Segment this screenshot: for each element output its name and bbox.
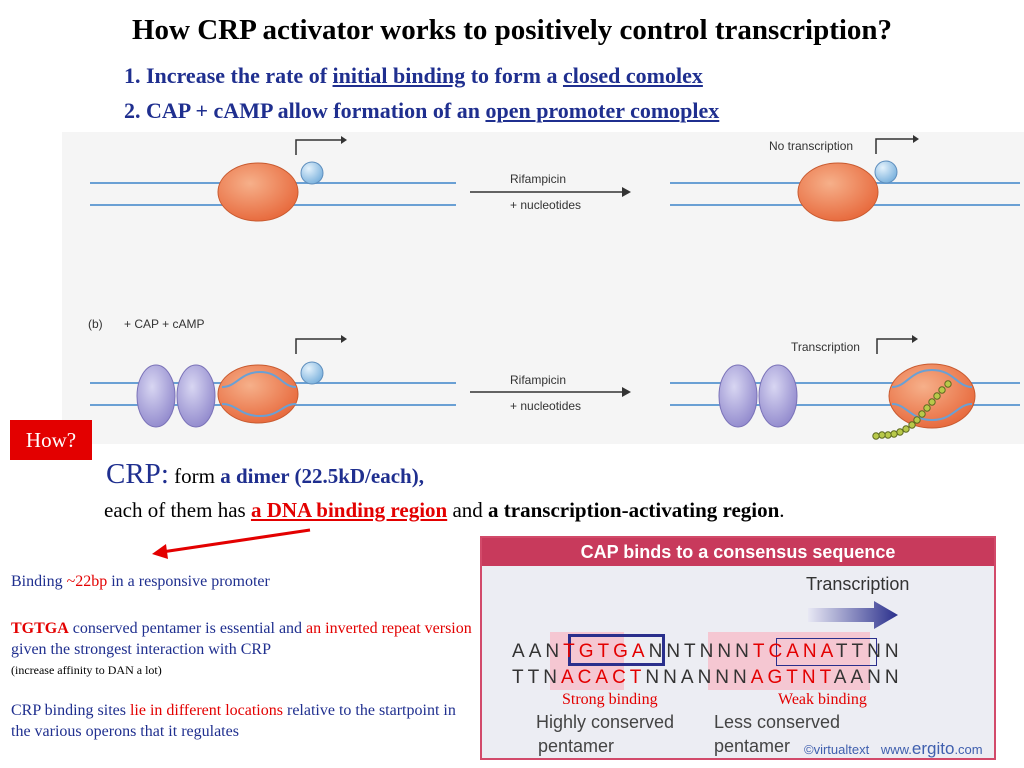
- crp-dimer-text: a dimer (22.5kD/each),: [220, 464, 424, 488]
- inverted-repeat-term: an inverted repeat version: [306, 620, 472, 637]
- tgtga-note: TGTGA conserved pentamer is essential an…: [11, 618, 473, 660]
- highly-conserved-label: Highly conserved: [536, 712, 675, 732]
- top-right-complex: [670, 135, 1020, 222]
- crp-period: .: [779, 498, 785, 522]
- less-conserved-label: Less conserved: [714, 712, 841, 732]
- transcription-label-figure: Transcription: [791, 340, 860, 354]
- binding-value: ~22bp: [66, 573, 108, 590]
- activating-region: a transcription-activating region: [488, 498, 780, 522]
- point-2: 2. CAP + cAMP allow formation of an open…: [124, 98, 719, 124]
- sites-red: lie in different locations: [129, 702, 283, 719]
- point-1-mid: to form a: [465, 63, 563, 88]
- mechanism-figure: No transcription Rifampicin + nucleotide…: [62, 132, 1024, 444]
- sequence-top-strand: AANTGTGANNTNNNTCANATTNN: [512, 641, 903, 662]
- panel-b-label: (b): [88, 317, 103, 331]
- affinity-note: (increase affinity to DAN a lot): [11, 663, 162, 677]
- bottom-reaction-arrow: [470, 387, 631, 397]
- tgtga-text-2: given the strongest interaction with CRP: [11, 641, 271, 658]
- sequence-bottom-strand: TTNACACTNNANNNAGTNTAANN: [512, 667, 903, 688]
- sites-suffix: relative to the startpoint in the variou…: [11, 702, 456, 740]
- how-badge: How?: [10, 420, 92, 460]
- crp-line-2: each of them has a DNA binding region an…: [104, 498, 785, 523]
- point-1: 1. Increase the rate of initial binding …: [124, 63, 703, 89]
- top-reaction-arrow: [470, 187, 631, 197]
- point-2-prefix: 2. CAP + cAMP allow formation of an: [124, 98, 486, 123]
- crp-and: and: [447, 498, 489, 522]
- credit-ergito: ergito: [911, 739, 955, 758]
- sites-prefix: CRP binding sites: [11, 702, 130, 719]
- no-transcription-label: No transcription: [769, 139, 853, 153]
- credit: ©virtualtext www.ergito.com: [804, 739, 983, 759]
- top-left-complex: [90, 136, 456, 222]
- weak-pentamer-highlight: [708, 632, 870, 690]
- tgtga-text: conserved pentamer is essential and: [68, 620, 307, 637]
- transcription-arrow-icon: [808, 601, 898, 629]
- initial-binding-term: initial binding: [332, 63, 466, 88]
- cap-camp-label: + CAP + cAMP: [124, 317, 204, 331]
- tgtga-term: TGTGA: [11, 620, 69, 637]
- crp-line-1: CRP: form a dimer (22.5kD/each),: [106, 458, 424, 491]
- cap-transcription-label: Transcription: [806, 574, 910, 594]
- bottom-left-complex: [90, 335, 456, 428]
- strong-binding-label: Strong binding: [562, 691, 658, 708]
- crp-line2-prefix: each of them has: [104, 498, 251, 522]
- sites-note: CRP binding sites lie in different locat…: [11, 700, 473, 742]
- crp-form-text: form: [168, 464, 221, 488]
- binding-prefix: Binding: [11, 573, 67, 590]
- credit-www: www.: [880, 742, 912, 757]
- rifampicin-label-top: Rifampicin: [510, 172, 566, 186]
- credit-virtualtext: ©virtualtext: [804, 742, 870, 757]
- mechanism-diagram: No transcription Rifampicin + nucleotide…: [88, 135, 1020, 440]
- cap-panel-header: CAP binds to a consensus sequence: [482, 538, 994, 566]
- strong-pentamer-box: [568, 634, 665, 666]
- nucleotides-label-top: + nucleotides: [510, 198, 581, 212]
- strong-pentamer-highlight: [550, 632, 624, 690]
- closed-complex-term: closed comolex: [562, 63, 703, 88]
- cap-consensus-panel: CAP binds to a consensus sequence Transc…: [480, 536, 996, 760]
- weak-pentamer-box: [776, 638, 877, 666]
- red-pointer-arrow: [152, 528, 311, 559]
- pentamer-label-right: pentamer: [714, 736, 791, 756]
- binding-note: Binding ~22bp in a responsive promoter: [11, 571, 471, 592]
- binding-suffix: in a responsive promoter: [107, 573, 270, 590]
- bottom-right-complex: [670, 335, 1020, 440]
- page-title: How CRP activator works to positively co…: [131, 14, 893, 46]
- dna-binding-region: a DNA binding region: [250, 498, 448, 522]
- nucleotides-label-bottom: + nucleotides: [510, 399, 581, 413]
- weak-binding-label: Weak binding: [778, 691, 867, 708]
- open-complex-term: open promoter comoplex: [485, 98, 720, 123]
- pentamer-label-left: pentamer: [538, 736, 615, 756]
- rifampicin-label-bottom: Rifampicin: [510, 373, 566, 387]
- crp-label: CRP:: [106, 458, 169, 490]
- credit-com: .com: [954, 742, 983, 757]
- point-1-prefix: 1. Increase the rate of: [124, 63, 333, 88]
